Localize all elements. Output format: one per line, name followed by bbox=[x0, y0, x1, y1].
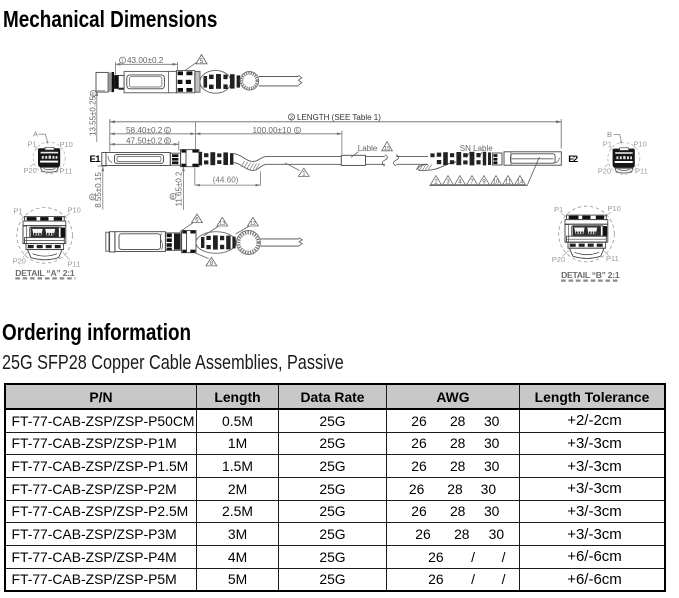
svg-text:5: 5 bbox=[296, 129, 299, 135]
svg-text:6: 6 bbox=[166, 129, 169, 135]
svg-text:3: 3 bbox=[446, 180, 450, 186]
svg-text:P1: P1 bbox=[13, 206, 22, 215]
svg-text:P11: P11 bbox=[60, 166, 73, 175]
svg-text:13: 13 bbox=[219, 221, 225, 227]
svg-text:6: 6 bbox=[92, 92, 95, 98]
svg-text:DETAIL “A” 2:1: DETAIL “A” 2:1 bbox=[15, 268, 75, 278]
svg-text:P20: P20 bbox=[552, 255, 565, 264]
svg-text:P20: P20 bbox=[13, 257, 26, 266]
svg-text:P11: P11 bbox=[635, 166, 648, 175]
svg-text:2: 2 bbox=[434, 180, 438, 186]
svg-text:P1: P1 bbox=[554, 205, 563, 214]
svg-text:9: 9 bbox=[91, 195, 94, 201]
svg-text:100.00±10: 100.00±10 bbox=[253, 126, 292, 135]
svg-text:5: 5 bbox=[200, 58, 204, 65]
svg-text:(44.60): (44.60) bbox=[213, 176, 239, 185]
svg-text:P10: P10 bbox=[608, 204, 621, 213]
svg-text:LENGTH (SEE Table 1): LENGTH (SEE Table 1) bbox=[297, 113, 381, 122]
svg-text:15: 15 bbox=[384, 146, 390, 152]
svg-text:1: 1 bbox=[302, 171, 306, 177]
svg-text:11: 11 bbox=[505, 180, 512, 186]
svg-text:8: 8 bbox=[210, 261, 214, 267]
svg-text:43.00±0.2: 43.00±0.2 bbox=[127, 56, 164, 65]
svg-text:P10: P10 bbox=[633, 140, 646, 149]
svg-text:6: 6 bbox=[195, 218, 199, 224]
svg-text:E2: E2 bbox=[568, 154, 578, 165]
svg-text:12: 12 bbox=[250, 221, 256, 227]
svg-text:P20: P20 bbox=[598, 166, 611, 175]
svg-text:8: 8 bbox=[171, 195, 174, 201]
svg-text:10: 10 bbox=[493, 180, 500, 186]
svg-text:DETAIL “B” 2:1: DETAIL “B” 2:1 bbox=[561, 270, 620, 280]
svg-text:P1: P1 bbox=[603, 139, 612, 148]
svg-text:P11: P11 bbox=[606, 254, 619, 263]
svg-text:P10: P10 bbox=[60, 140, 73, 149]
svg-text:4: 4 bbox=[458, 180, 462, 186]
svg-text:P1: P1 bbox=[28, 139, 37, 148]
svg-text:A: A bbox=[33, 130, 38, 139]
svg-text:47.50±0.2: 47.50±0.2 bbox=[126, 137, 163, 146]
svg-text:P20: P20 bbox=[24, 166, 37, 175]
svg-text:SN Lable: SN Lable bbox=[460, 144, 493, 153]
svg-text:B: B bbox=[607, 130, 612, 139]
svg-text:P10: P10 bbox=[68, 206, 81, 215]
svg-text:13.55±0.25: 13.55±0.25 bbox=[88, 95, 97, 136]
svg-text:14: 14 bbox=[517, 180, 524, 186]
svg-text:P11: P11 bbox=[68, 260, 81, 269]
svg-text:11.65±0.2: 11.65±0.2 bbox=[175, 171, 184, 206]
svg-text:Lable: Lable bbox=[358, 144, 378, 153]
svg-text:8: 8 bbox=[166, 139, 169, 145]
svg-text:9: 9 bbox=[482, 180, 486, 186]
svg-text:58.40±0.2: 58.40±0.2 bbox=[126, 126, 163, 135]
svg-text:7: 7 bbox=[470, 180, 474, 186]
svg-text:E1: E1 bbox=[90, 154, 102, 165]
svg-text:3: 3 bbox=[290, 115, 293, 121]
svg-text:8.55±0.15: 8.55±0.15 bbox=[94, 172, 103, 208]
svg-text:1: 1 bbox=[121, 59, 124, 65]
